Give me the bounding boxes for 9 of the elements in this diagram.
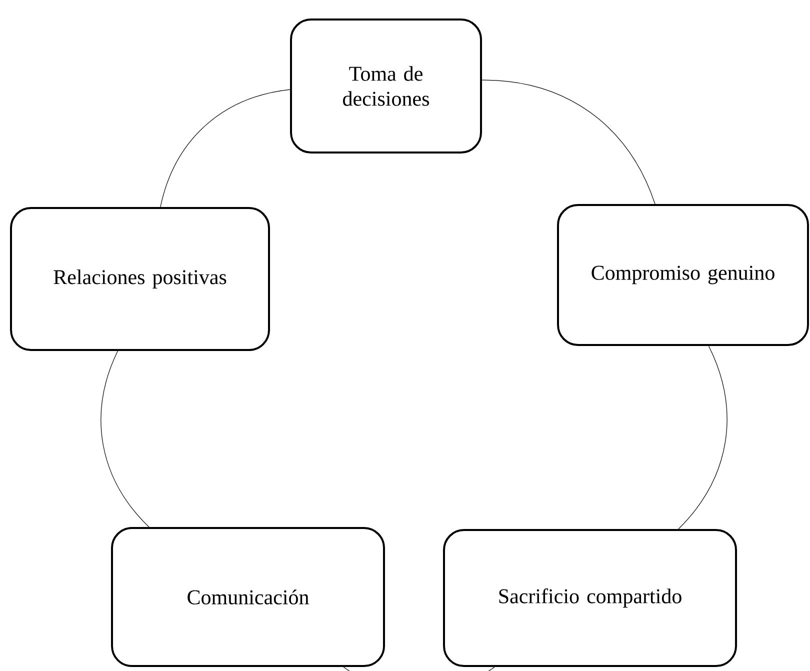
connector-arc xyxy=(160,89,290,208)
connector-arc xyxy=(100,350,150,528)
connector-arc xyxy=(482,80,656,204)
process-box: Relaciones positivas xyxy=(10,207,270,351)
process-box: Sacrificio compartido xyxy=(443,529,738,667)
connector-arc xyxy=(678,346,728,530)
process-box: Toma de decisiones xyxy=(290,18,482,154)
process-box: Compromiso genuino xyxy=(557,204,810,346)
process-box: Comunicación xyxy=(111,527,385,667)
